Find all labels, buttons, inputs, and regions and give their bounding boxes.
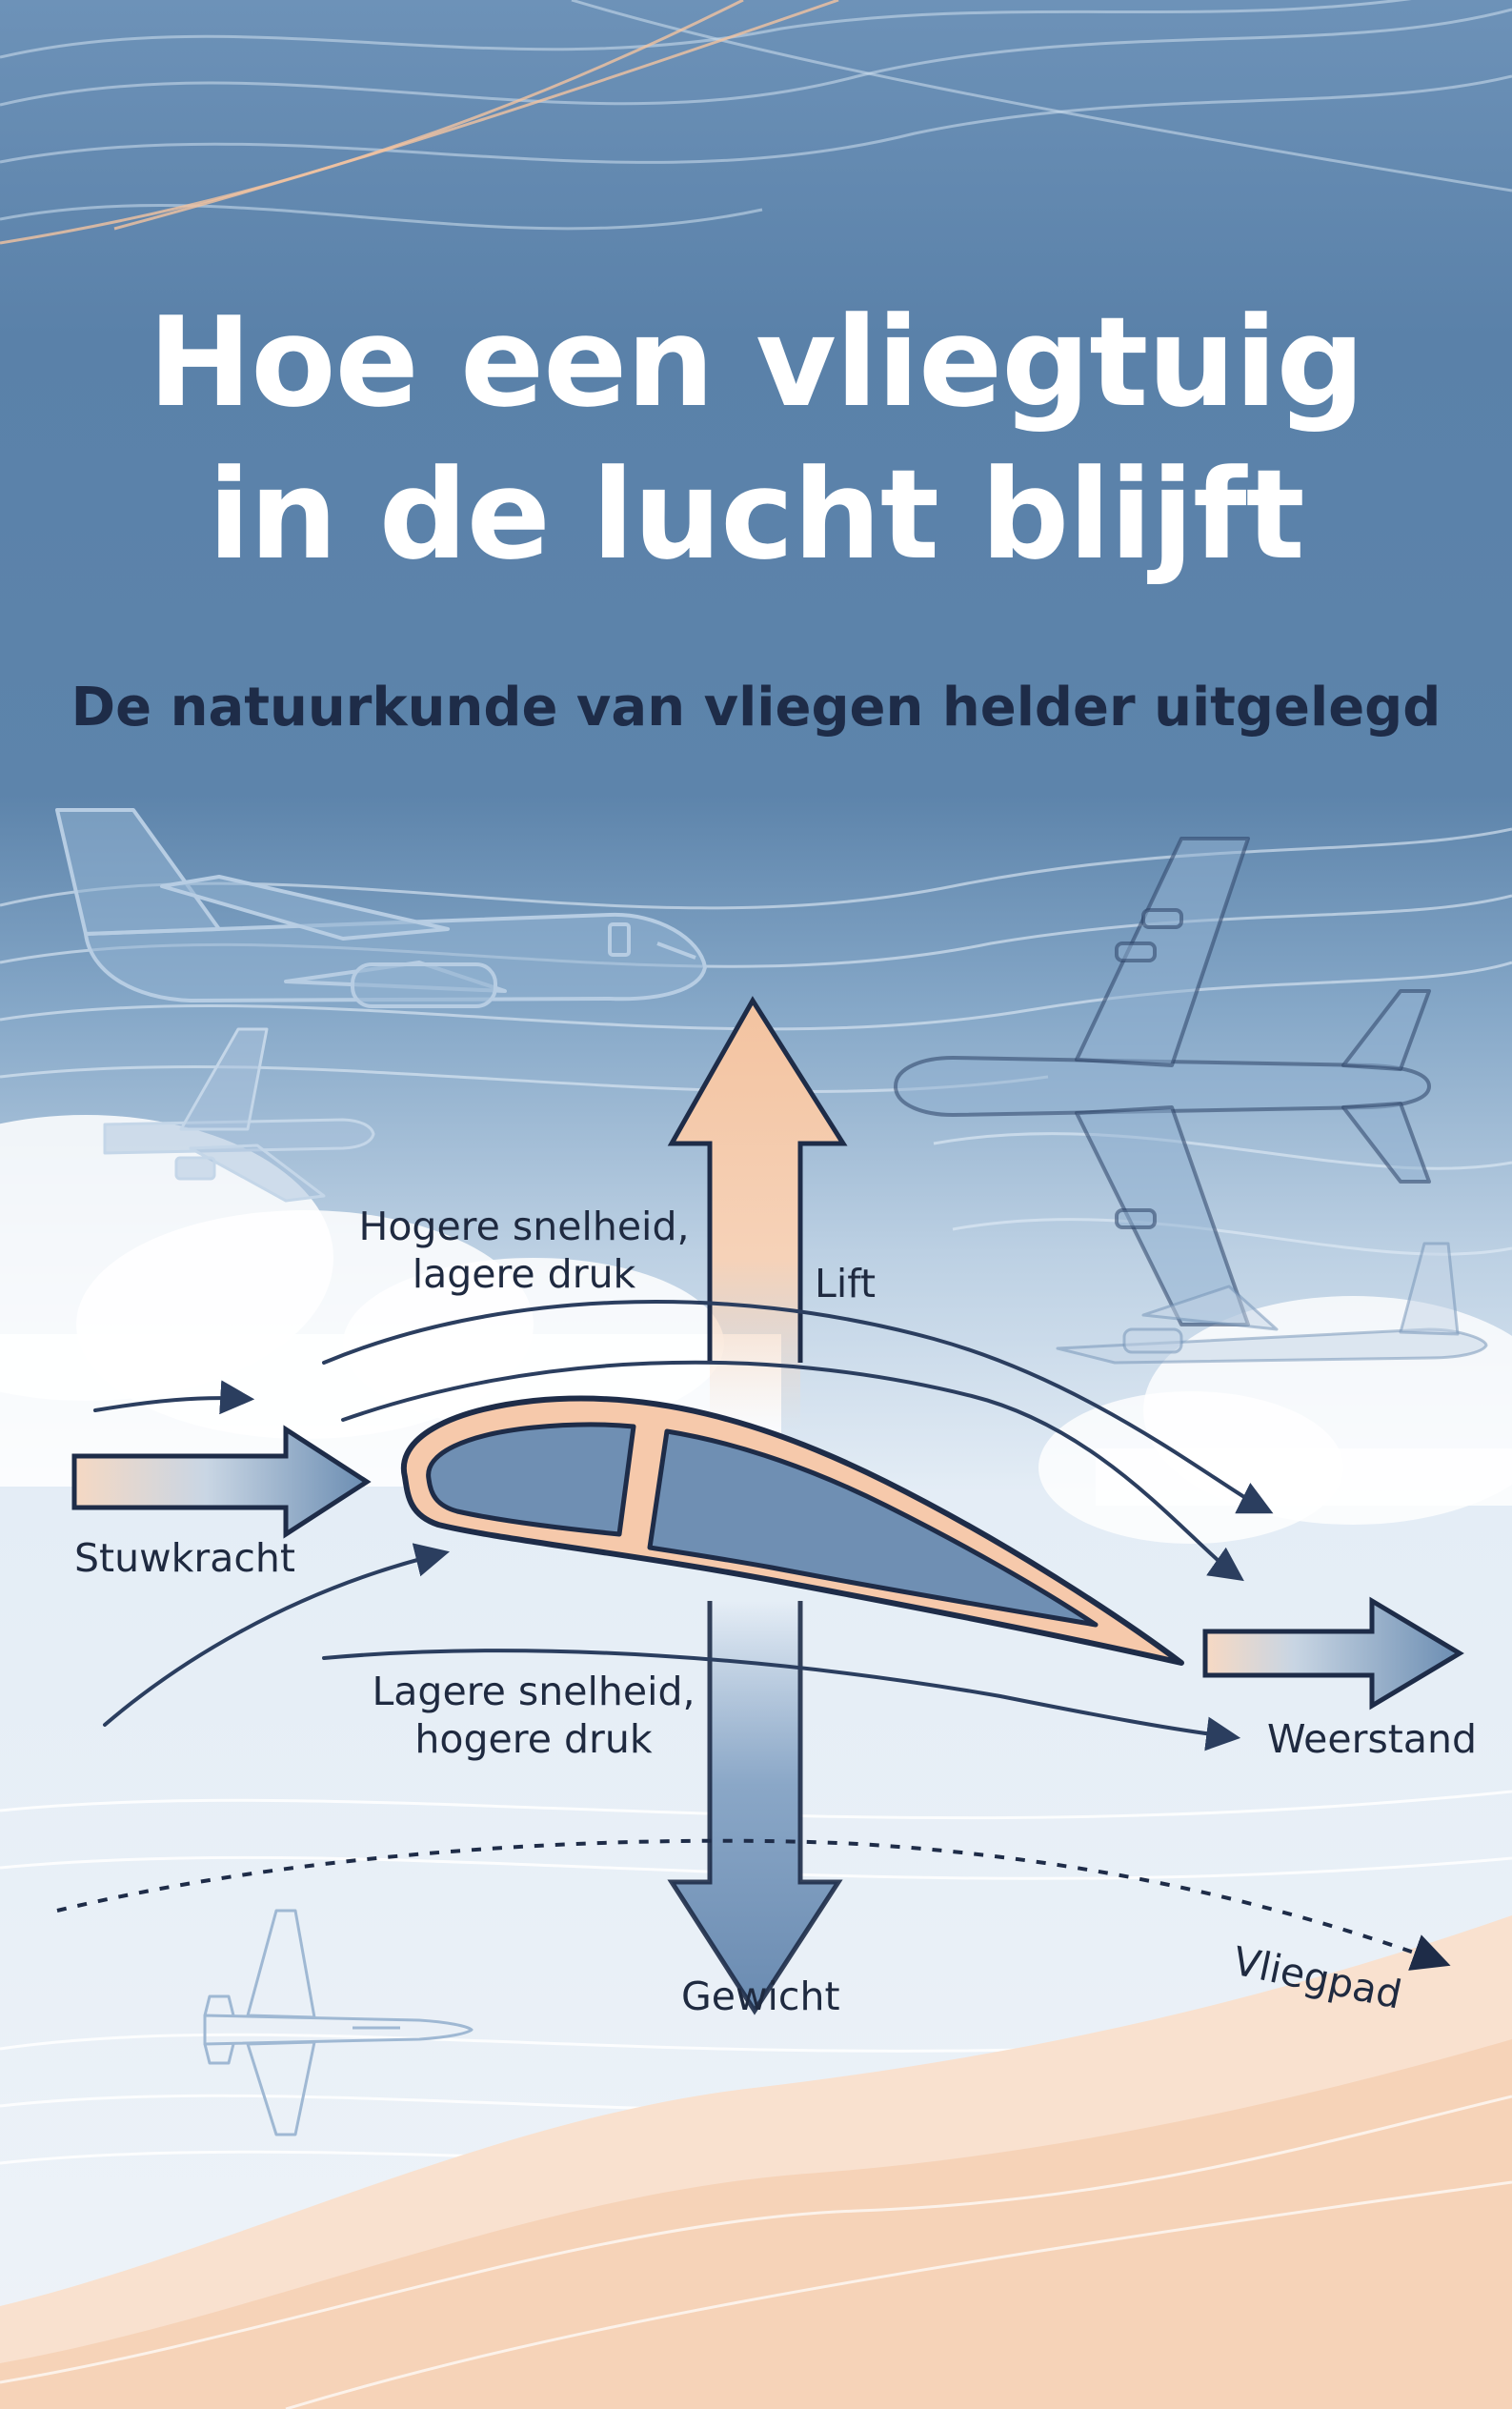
wind-lines-peach: [0, 2095, 1512, 2409]
title-line-1: Hoe een vliegtuig: [148, 290, 1364, 435]
jet-fighter-icon-right: [1056, 1242, 1488, 1365]
upper-flow-label: Hogere snelheid, lagere druk: [343, 1203, 705, 1298]
airliner-side-icon: [55, 808, 707, 1008]
lift-arrow-outline: [667, 996, 848, 1363]
weight-label: Gewicht: [681, 1974, 840, 2019]
thrust-label: Stuwkracht: [74, 1535, 295, 1581]
wind-lines-accent: [0, 0, 839, 245]
lower-flow-label: Lagere snelheid, hogere druk: [353, 1668, 715, 1763]
page-subtitle: De natuurkunde van vliegen helder uitgel…: [71, 677, 1441, 739]
airliner-top-icon: [894, 837, 1431, 1326]
flight-path-line: [56, 1838, 1451, 1971]
peach-wave-front: [0, 2039, 1512, 2409]
upper-flow-label-line-2: lagere druk: [412, 1251, 636, 1297]
weight-arrow: [672, 1601, 838, 2011]
lower-flow-label-line-2: hogere druk: [414, 1716, 653, 1762]
drag-label: Weerstand: [1267, 1716, 1478, 1762]
weight-arrow-outline: [667, 1601, 843, 2015]
airfoil-icon: [400, 1395, 1184, 1666]
lower-flow-label-line-1: Lagere snelheid,: [372, 1669, 696, 1714]
jet-fighter-icon-left: [103, 1027, 375, 1203]
airflow-streamlines: [93, 1300, 1274, 1751]
upper-flow-label-line-1: Hogere snelheid,: [358, 1204, 690, 1249]
title-line-2: in de lucht blijft: [208, 442, 1304, 587]
thrust-arrow: [71, 1425, 372, 1539]
page-title: Hoe een vliegtuig in de lucht blijft: [0, 286, 1512, 591]
drag-arrow: [1202, 1596, 1464, 1711]
wind-lines-top: [0, 0, 1512, 231]
jet-fighter-icon-bottom: [203, 1909, 474, 2136]
lift-label: Lift: [815, 1261, 877, 1306]
